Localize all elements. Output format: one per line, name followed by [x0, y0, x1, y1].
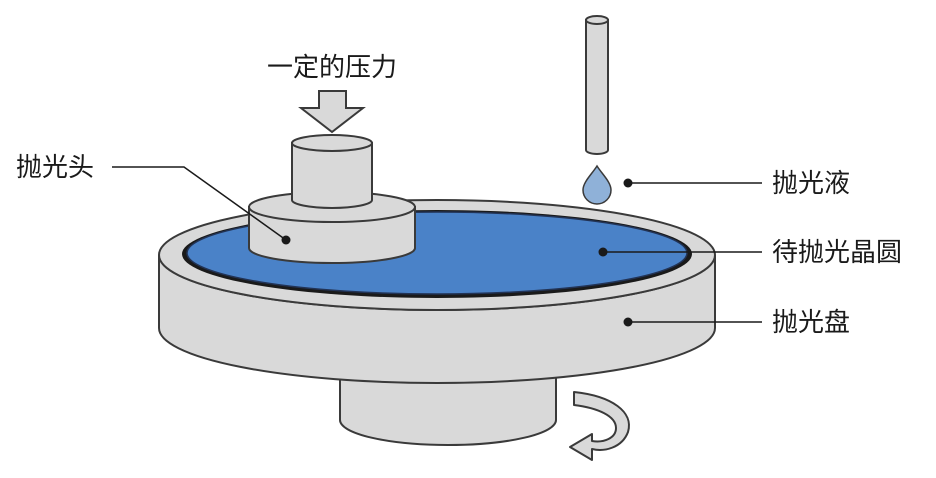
- pressure-arrow-icon: [298, 90, 366, 134]
- pressure-label: 一定的压力: [267, 53, 397, 83]
- polishing-liquid-label: 抛光液: [772, 169, 850, 199]
- leader-wafer: [598, 247, 762, 257]
- polishing-pad-label: 抛光盘: [772, 308, 850, 338]
- wafer-label: 待抛光晶圆: [772, 238, 902, 268]
- droplet-icon: [582, 164, 612, 205]
- leader-polishing-pad: [623, 317, 762, 327]
- polishing-head-label: 抛光头: [16, 153, 94, 183]
- dropper-tube: [585, 15, 609, 155]
- polishing-head: [248, 134, 416, 264]
- rotation-arrow-icon: [569, 391, 630, 461]
- leader-polishing-head: [112, 166, 291, 245]
- leader-polishing-liquid: [623, 178, 762, 188]
